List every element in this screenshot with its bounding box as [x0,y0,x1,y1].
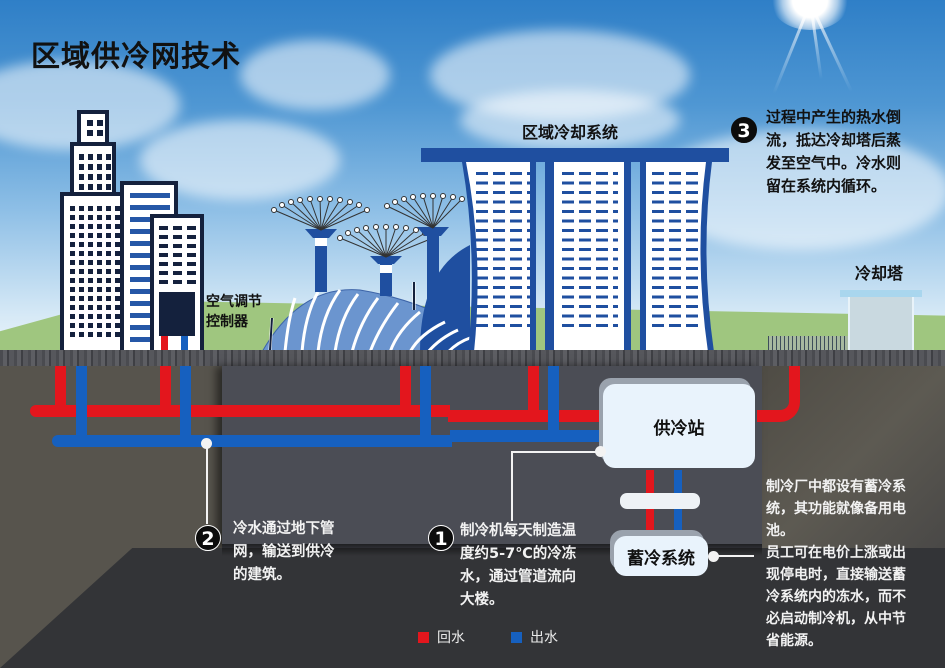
legend-supply-water: 出水 [530,630,558,646]
windows [79,154,111,190]
step-3-line: 过程中产生的热水倒 [766,108,902,126]
supply-water-main [450,430,600,442]
supply-water-riser [420,366,431,436]
supply-water-riser [76,366,87,438]
callout-1-leader [512,451,600,453]
tower-1-windows [476,172,530,332]
storage-connector [620,493,700,509]
storage-note-line: 制冷厂中都设有蓄冷系 [766,479,906,495]
air-controller-label-line: 控制器 [206,314,248,330]
cooling-tower-label: 冷却塔 [855,264,904,283]
storage-note-line: 省能源。 [766,633,822,649]
thermal-storage-system: 蓄冷系统 [614,536,708,576]
windows [159,226,196,284]
storage-note-line: 统，其功能就像备用电 [766,501,906,517]
return-water-main [448,410,600,422]
callout-2-leader [206,444,208,524]
cooling-tower-fence [768,336,848,352]
storage-note-line: 必启动制冷机，从中节 [766,611,906,627]
tower-3-windows [652,172,702,332]
underground-floor [0,548,945,668]
step-2-text: 冷水通过地下管 网，输送到供冷 的建筑。 [233,518,335,587]
callout-2-dot [201,438,212,449]
step-1-line: 度约5-7℃的冷冻 [460,546,577,562]
return-pipe-riser [161,336,168,350]
cloud [240,40,390,110]
supply-water-riser [548,366,559,434]
tower-middle [70,142,116,197]
return-water-riser [160,366,171,410]
return-water-swatch [418,631,429,643]
step-1-line: 水，通过管道流向 [460,569,576,585]
step-1-text: 制冷机每天制造温 度约5-7℃的冷冻 水，通过管道流向 大楼。 [460,520,576,612]
step-3-text: 过程中产生的热水倒 流，抵达冷却塔后蒸 发至空气中。冷水则 留在系统内循环。 [766,106,901,198]
supply-water-swatch [511,631,522,643]
step-1-line: 大楼。 [460,592,504,608]
step-3-line: 留在系统内循环。 [766,177,887,195]
cloud [460,90,680,150]
cooling-tower [848,297,914,353]
step-3-line: 流，抵达冷却塔后蒸 [766,131,902,149]
step-3-line: 发至空气中。冷水则 [766,154,902,172]
callout-1-leader [511,451,513,521]
storage-note-leader [714,555,754,557]
step-2-badge: 2 [195,525,221,551]
storage-note-dot [708,551,719,562]
step-1-line: 制冷机每天制造温 [460,523,576,539]
windows [87,120,103,136]
storage-note-text: 制冷厂中都设有蓄冷系 统，其功能就像备用电 池。 员工可在电价上涨或出 现停电时… [766,476,906,652]
gardens-dome-illustration [261,193,492,354]
supply-water-main [52,435,452,447]
return-water-main [30,405,450,417]
legend: 回水 出水 [418,627,558,647]
storage-note-line: 冷系统内的冻水，而不 [766,589,906,605]
air-conditioning-controller [159,292,195,336]
legend-return-water: 回水 [437,630,465,646]
return-water-riser [528,366,539,414]
page-title: 区域供冷网技术 [31,39,242,73]
ground-surface [0,350,945,366]
storage-note-line: 员工可在电价上涨或出 [766,545,906,561]
supertree [271,196,370,292]
supertree [384,193,465,312]
cooling-tower-roof [840,290,922,297]
air-controller-label: 空气调节 控制器 [206,292,262,332]
air-controller-label-line: 空气调节 [206,294,262,310]
return-water-riser [55,366,66,410]
step-3-badge: 3 [731,117,757,143]
storage-note-line: 池。 [766,523,794,539]
windows [70,206,120,337]
step-2-line: 的建筑。 [233,567,291,583]
callout-1-dot [595,446,606,457]
step-2-line: 冷水通过地下管 [233,521,335,537]
district-cooling-system-label: 区域冷却系统 [522,123,619,142]
supply-water-riser [180,366,191,438]
cooling-station: 供冷站 [603,384,755,468]
step-1-badge: 1 [428,525,454,551]
return-water-to-tower [768,366,800,422]
step-2-line: 网，输送到供冷 [233,544,335,560]
storage-note-line: 现停电时，直接输送蓄 [766,567,906,583]
return-water-riser [400,366,411,410]
tower-base [60,192,126,354]
supply-pipe-riser [181,336,188,350]
tower-2-windows [562,172,618,332]
